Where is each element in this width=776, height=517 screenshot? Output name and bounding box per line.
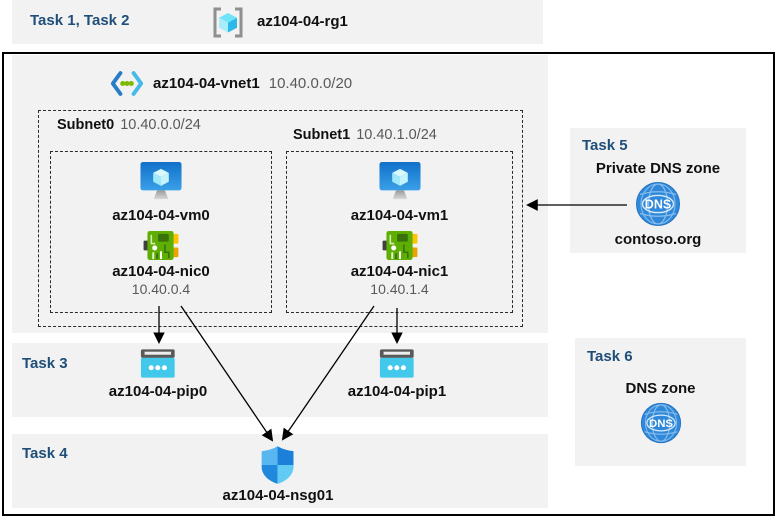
vm0-name: az104-04-vm0 xyxy=(112,207,210,224)
vnet-name: az104-04-vnet1 xyxy=(153,75,260,92)
pip1-icon xyxy=(379,349,414,378)
subnet0-cidr: 10.40.0.0/24 xyxy=(120,117,201,133)
subnet0-label: Subnet0 10.40.0.0/24 xyxy=(57,117,201,133)
vm0-icon xyxy=(138,161,184,204)
vnet-cidr: 10.40.0.0/20 xyxy=(268,75,353,92)
vnet-icon xyxy=(110,70,144,97)
nsg-group: az104-04-nsg01 xyxy=(222,446,334,504)
private-dns-zone-name: contoso.org xyxy=(614,231,702,248)
nsg-name: az104-04-nsg01 xyxy=(222,487,334,504)
dns-zone-icon: DNS xyxy=(640,402,682,444)
private-dns-zone-title: Private DNS zone xyxy=(595,160,721,177)
vnet-header: az104-04-vnet1 10.40.0.0/20 xyxy=(110,70,352,97)
pip0-group: az104-04-pip0 xyxy=(109,349,207,400)
nic0-name: az104-04-nic0 xyxy=(112,263,210,280)
dns-zone-title: DNS zone xyxy=(625,380,696,397)
nic1-ip: 10.40.1.4 xyxy=(370,281,429,297)
vnet-region xyxy=(12,55,548,333)
pip0-icon xyxy=(140,349,175,378)
dns-icon-text: DNS xyxy=(645,198,671,212)
subnet1-name: Subnet1 xyxy=(293,127,351,143)
nsg-shield-icon xyxy=(262,446,294,484)
nic0-ip: 10.40.0.4 xyxy=(131,281,191,297)
task6-label: Task 6 xyxy=(587,348,633,365)
subnets-container xyxy=(38,110,523,327)
task3-label: Task 3 xyxy=(22,355,68,372)
task3-band: Task 3 xyxy=(12,343,548,417)
vm1-name: az104-04-vm1 xyxy=(350,207,449,224)
diagram-border xyxy=(2,52,775,516)
dns-icon-text: DNS xyxy=(648,418,672,430)
nic1-name: az104-04-nic1 xyxy=(350,263,449,280)
task4-label: Task 4 xyxy=(22,445,68,462)
task5-label: Task 5 xyxy=(582,137,628,154)
nic1-icon xyxy=(382,230,418,261)
pip1-name: az104-04-pip1 xyxy=(347,383,447,400)
task5-panel: Task 5 Private DNS zone DNS contoso.org xyxy=(570,128,746,253)
subnet1-box: az104-04-vm1 az104-04-nic1 10.40.1.4 xyxy=(286,151,513,313)
subnet1-cidr: 10.40.1.0/24 xyxy=(356,127,437,143)
private-dns-icon: DNS xyxy=(635,181,681,227)
subnet0-box: az104-04-vm0 az104-04-nic0 10.40.0.4 xyxy=(50,151,272,313)
pip1-group: az104-04-pip1 xyxy=(348,349,446,400)
task12-label: Task 1, Task 2 xyxy=(30,12,130,29)
vm1-icon xyxy=(377,161,423,204)
task6-panel: Task 6 DNS zone DNS xyxy=(575,338,746,466)
pip0-name: az104-04-pip0 xyxy=(108,383,208,400)
nic0-icon xyxy=(143,230,179,261)
resource-group-icon xyxy=(211,6,245,39)
resource-group-band: Task 1, Task 2 az104-04-rg1 xyxy=(12,0,543,44)
resource-group-name: az104-04-rg1 xyxy=(257,13,348,30)
subnet1-label: Subnet1 10.40.1.0/24 xyxy=(293,127,437,143)
subnet0-name: Subnet0 xyxy=(57,117,115,133)
